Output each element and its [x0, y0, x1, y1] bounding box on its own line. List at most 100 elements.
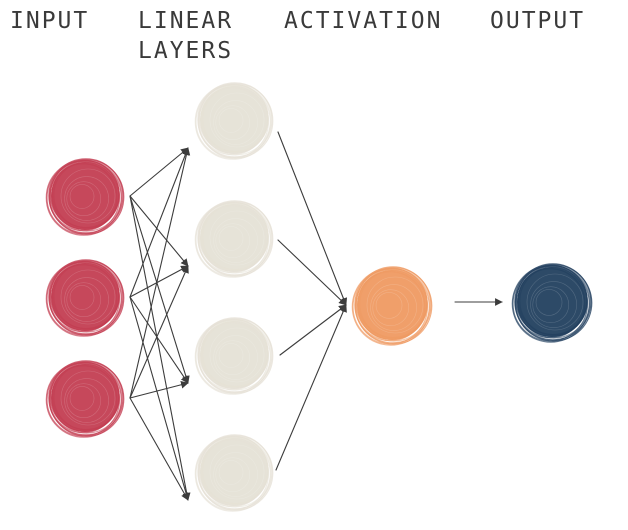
edge-input-1-to-linear-2 — [129, 195, 189, 267]
linear-label-line1: LINEAR — [138, 8, 234, 34]
linear-node-2-texture-4 — [218, 226, 244, 251]
linear-node-1-stroke-6 — [197, 82, 273, 158]
input-node-2-stroke-7 — [51, 261, 120, 330]
linear-node-2-texture-2 — [213, 218, 258, 263]
linear-node-4-texture-2 — [213, 452, 258, 497]
output-node-fill — [517, 267, 587, 337]
linear-node-4-stroke-9 — [197, 435, 274, 511]
input-node-3-stroke-9 — [48, 361, 125, 437]
edge-linear-2-to-activation — [277, 239, 347, 306]
linear-node-1-fill — [200, 86, 268, 154]
input-node-3-stroke-6 — [48, 360, 124, 436]
linear-node-3-stroke-9 — [197, 318, 274, 394]
edge-input-1-to-linear-3 — [129, 195, 190, 384]
input-node-3-texture-2 — [64, 378, 109, 423]
linear-node-2-fill — [200, 204, 268, 272]
connection-edges — [129, 131, 503, 501]
linear-node-3-stroke-6 — [197, 317, 273, 393]
linear-node-1-texture-2 — [213, 100, 258, 145]
input-node-2-stroke-6 — [48, 259, 124, 335]
network-nodes — [45, 82, 593, 512]
input-node-1-stroke-9 — [48, 159, 125, 235]
edge-input-2-to-linear-2 — [129, 265, 189, 298]
linear-node-1-texture-4 — [218, 108, 244, 133]
linear-node-4-fill — [200, 438, 268, 506]
linear-node-4 — [194, 434, 274, 512]
input-node-1-stroke-6 — [48, 158, 124, 234]
input-node-3-texture-4 — [69, 386, 95, 411]
output-label: OUTPUT — [490, 6, 585, 36]
input-node-3 — [45, 360, 125, 438]
linear-node-2-texture-3 — [215, 223, 251, 259]
edge-input-3-to-linear-4 — [129, 397, 189, 501]
activation-label: ACTIVATION — [284, 6, 442, 36]
output-node — [511, 263, 593, 343]
activation-label-text: ACTIVATION — [284, 8, 443, 34]
linear-node-2 — [194, 200, 274, 278]
input-node-2-texture-2 — [64, 277, 109, 322]
linear-node-4-stroke-7 — [200, 436, 269, 505]
linear-node-3-texture-2 — [213, 335, 258, 380]
input-node-1-texture-3 — [66, 181, 102, 217]
activation-node-texture-2 — [370, 284, 417, 331]
output-node-texture-3 — [532, 286, 570, 324]
linear-node-3-fill — [200, 321, 268, 389]
input-node-1-stroke-7 — [51, 160, 120, 229]
edge-input-2-to-linear-4 — [129, 296, 190, 501]
input-node-3-fill — [51, 364, 119, 432]
input-node-3-texture-1 — [60, 370, 116, 426]
activation-node-texture-4 — [375, 292, 403, 319]
edge-input-3-to-linear-2 — [129, 265, 189, 399]
linear-label-line2: LAYERS — [138, 38, 234, 64]
linear-node-1-texture-3 — [215, 105, 251, 141]
input-node-2-fill — [51, 263, 119, 331]
activation-node-stroke-9 — [354, 267, 433, 345]
linear-node-4-texture-1 — [209, 444, 265, 500]
input-node-2-stroke-9 — [48, 260, 125, 336]
activation-node — [351, 266, 433, 346]
linear-node-2-stroke-7 — [200, 202, 269, 271]
linear-node-1-texture-1 — [209, 92, 265, 148]
input-node-1-texture-2 — [64, 176, 109, 221]
output-node-texture-1 — [526, 273, 584, 331]
linear-node-4-texture-3 — [215, 457, 251, 493]
activation-node-texture-1 — [366, 276, 424, 334]
linear-node-4-stroke-6 — [197, 434, 273, 510]
output-node-stroke-9 — [514, 264, 593, 342]
activation-node-stroke-7 — [357, 268, 428, 339]
input-node-3-stroke-7 — [51, 362, 120, 431]
linear-node-3-texture-3 — [215, 340, 251, 376]
activation-node-stroke-6 — [354, 266, 432, 344]
edge-input-1-to-linear-4 — [129, 195, 191, 501]
input-node-1 — [45, 158, 125, 236]
output-node-texture-2 — [530, 281, 577, 328]
edge-linear-4-to-activation — [275, 304, 347, 471]
activation-node-texture-3 — [372, 289, 410, 327]
linear-node-2-stroke-9 — [197, 201, 274, 277]
linear-node-1-stroke-9 — [197, 83, 274, 159]
input-node-2 — [45, 259, 125, 337]
edge-input-2-to-linear-1 — [129, 147, 190, 298]
input-node-2-texture-3 — [66, 282, 102, 318]
output-node-texture-4 — [535, 289, 563, 316]
input-label-text: INPUT — [10, 8, 90, 34]
input-node-2-texture-4 — [69, 285, 95, 310]
linear-node-3-texture-1 — [209, 327, 265, 383]
input-node-1-fill — [51, 162, 119, 230]
edge-input-3-to-linear-3 — [129, 381, 189, 399]
linear-node-3 — [194, 317, 274, 395]
edge-linear-1-to-activation — [277, 131, 348, 306]
linear-node-4-texture-4 — [218, 460, 244, 485]
edge-input-3-to-linear-1 — [129, 147, 191, 399]
output-label-text: OUTPUT — [490, 8, 586, 34]
input-layer-label: INPUT — [10, 6, 89, 36]
input-node-1-texture-4 — [69, 184, 95, 209]
linear-layers-label: LINEAR LAYERS — [138, 6, 233, 66]
edge-input-1-to-linear-1 — [129, 147, 189, 197]
linear-node-1-stroke-7 — [200, 84, 269, 153]
edge-linear-3-to-activation — [279, 304, 347, 356]
edge-input-2-to-linear-3 — [129, 296, 189, 384]
input-node-3-texture-3 — [66, 383, 102, 419]
output-node-stroke-7 — [517, 265, 588, 336]
